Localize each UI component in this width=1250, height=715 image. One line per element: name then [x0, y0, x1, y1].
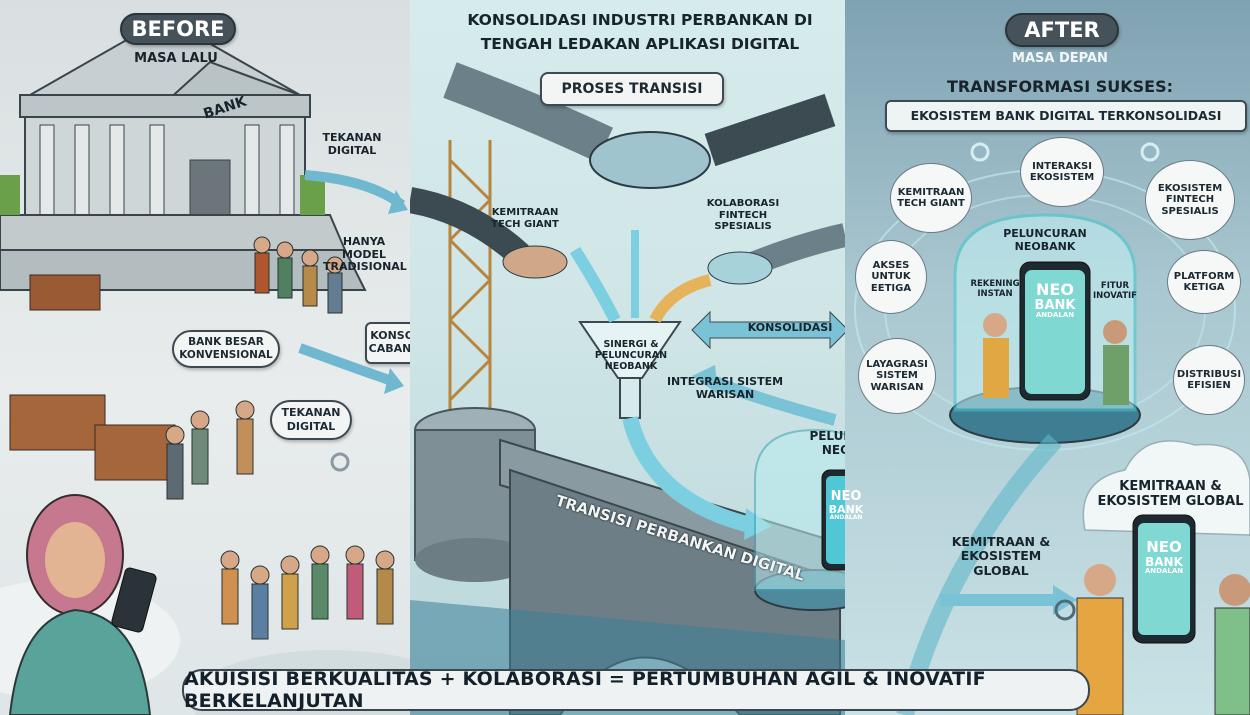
logo-neo: NEO: [830, 489, 862, 504]
logo-andalan: ANDALAN: [829, 514, 863, 522]
before-title: BEFORE: [120, 13, 236, 45]
transition-header: KONSOLIDASI INDUSTRI PERBANKAN DI TENGAH…: [467, 11, 813, 54]
woman-with-phone: [8, 494, 157, 715]
transition-neobank-dome: [754, 428, 845, 611]
label-sinergi: SINERGI & PELUNCURAN NEOBANK: [594, 339, 668, 372]
label-integrasi: INTEGRASI SISTEM WARISAN: [666, 375, 784, 401]
transition-dome-label: PELUNCURAN NEOBANK: [809, 429, 845, 457]
bubble-interaksi: INTERAKSI EKOSISTEM: [1020, 137, 1104, 207]
before-panel: BEFORE MASA LALU BANK TEKANAN DIGITAL HA…: [0, 0, 410, 715]
bubble-platform: PLATFORM KETIGA: [1167, 250, 1241, 314]
label-konsolidasi: KONSOLIDASI: [747, 321, 833, 334]
after-headline-1: TRANSFORMASI SUKSES:: [946, 77, 1174, 96]
label-konsolidasi-cabang: KONSOLIDASI CABANG FISIK: [365, 322, 410, 364]
label-rekening: REKENING INSTAN: [970, 279, 1020, 299]
label-tekanan-digital-1: TEKANAN DIGITAL: [322, 131, 382, 157]
bank-building: [0, 16, 367, 291]
logo-neo: NEO: [1036, 280, 1074, 299]
label-tekanan-digital-2: TEKANAN DIGITAL: [270, 400, 352, 440]
label-bank-besar: BANK BESAR KONVENSIONAL: [172, 330, 280, 368]
label-kemitraan-tech: KEMITRAAN TECH GIANT: [491, 207, 559, 230]
footer-banner: AKUISISI BERKUALITAS + KOLABORASI = PERT…: [182, 668, 1090, 712]
bubble-akses: AKSES UNTUK EETIGA: [855, 240, 927, 314]
bubble-distribusi: DISTRIBUSI EFISIEN: [1173, 345, 1245, 415]
logo-bank: BANK: [1034, 297, 1076, 313]
queue-people: [165, 236, 395, 640]
logo-neo: NEO: [1146, 538, 1182, 556]
logo-bank: BANK: [1145, 554, 1183, 569]
label-fitur: FITUR INOVATIF: [1093, 281, 1137, 301]
logo-andalan: ANDALAN: [1035, 311, 1075, 320]
cloud-label: KEMITRAAN & EKOSISTEM GLOBAL: [1097, 479, 1244, 509]
after-panel: AFTER MASA DEPAN TRANSFORMASI SUKSES: EK…: [845, 0, 1250, 715]
label-kolaborasi-fintech: KOLABORASI FINTECH SPESIALIS: [706, 198, 780, 232]
bubble-kemitraan-tech: KEMITRAAN TECH GIANT: [890, 163, 972, 233]
after-headline-2: EKOSISTEM BANK DIGITAL TERKONSOLIDASI: [885, 100, 1247, 132]
right-phone-logo: NEO BANK ANDALAN: [1138, 538, 1190, 576]
transition-panel: KONSOLIDASI INDUSTRI PERBANKAN DI TENGAH…: [410, 0, 845, 715]
after-phone-logo: NEO BANK ANDALAN: [1025, 280, 1085, 320]
before-subtitle: MASA LALU: [134, 51, 218, 66]
before-illustration: [0, 16, 410, 715]
transition-badge: PROSES TRANSISI: [540, 72, 724, 106]
bubble-ekosistem-fintech: EKOSISTEM FINTECH SPESIALIS: [1145, 160, 1235, 240]
scaffolding: [448, 140, 492, 420]
transition-phone-logo: NEO BANK ANDALAN: [826, 490, 866, 521]
logo-andalan: ANDALAN: [1144, 567, 1184, 576]
after-dome-title: PELUNCURAN NEOBANK: [1003, 227, 1087, 253]
label-hanya-model: HANYA MODEL TRADISIONAL: [323, 235, 407, 274]
after-title: AFTER: [1005, 13, 1119, 47]
after-subtitle: MASA DEPAN: [1012, 51, 1108, 66]
logo-bank: BANK: [828, 502, 864, 516]
bubble-layanan: LAYAGRASI SISTEM WARISAN: [858, 338, 936, 414]
label-kemitraan-global: KEMITRAAN & EKOSISTEM GLOBAL: [951, 534, 1051, 578]
after-neobank-dome: [949, 213, 1141, 444]
